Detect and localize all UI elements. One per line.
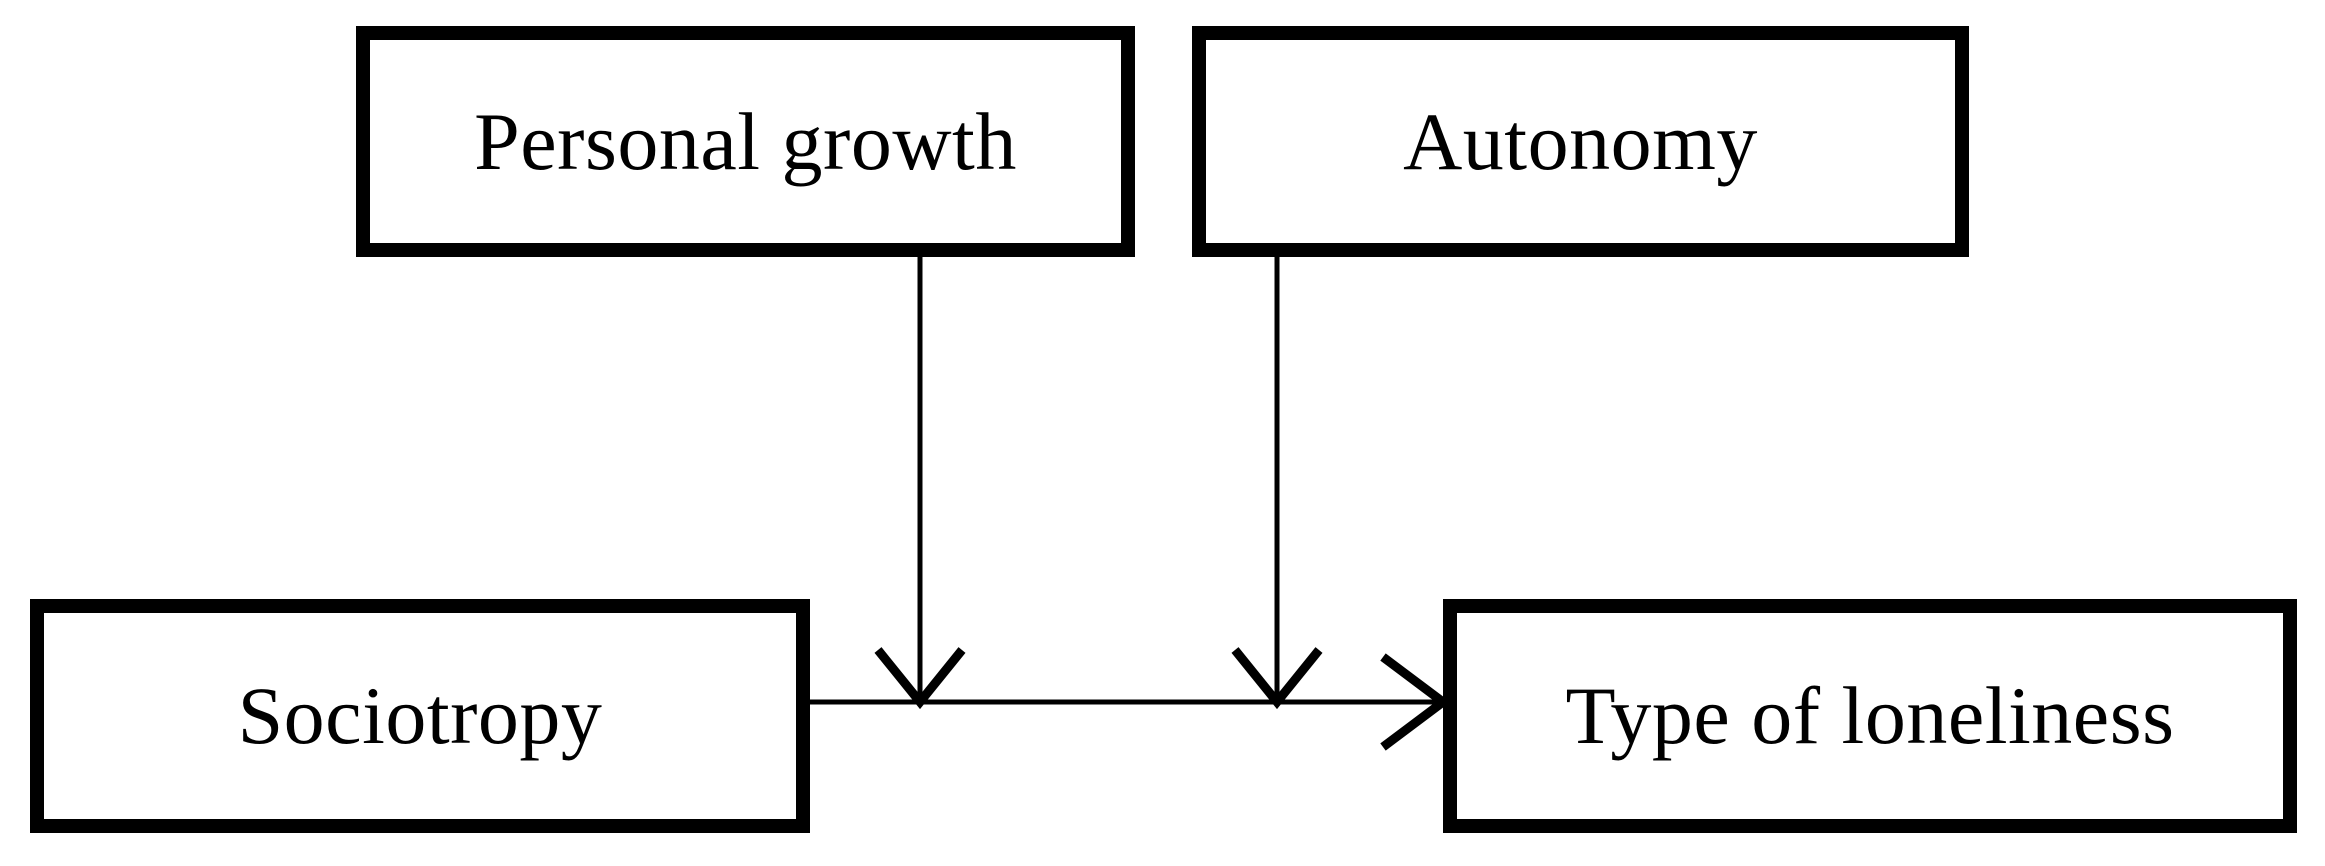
edge-autonomy-arrowhead [1231,647,1323,710]
edge-sociotropy-to-loneliness [806,653,1451,751]
edge-sociotropy-to-loneliness-arrowhead [1380,653,1451,751]
node-label-autonomy: Autonomy [1403,95,1758,187]
node-box-autonomy[interactable]: Autonomy [1192,26,1969,257]
node-label-sociotropy: Sociotropy [237,670,603,761]
node-box-personal-growth[interactable]: Personal growth [356,26,1135,257]
node-box-sociotropy[interactable]: Sociotropy [30,599,810,833]
node-label-personal-growth: Personal growth [474,95,1017,187]
edge-personal-growth-to-path [874,257,966,710]
edge-personal-growth-arrowhead [874,647,966,710]
node-label-type-of-loneliness: Type of loneliness [1565,670,2175,761]
edge-autonomy-to-path [1231,257,1323,710]
node-box-type-of-loneliness[interactable]: Type of loneliness [1443,599,2297,833]
